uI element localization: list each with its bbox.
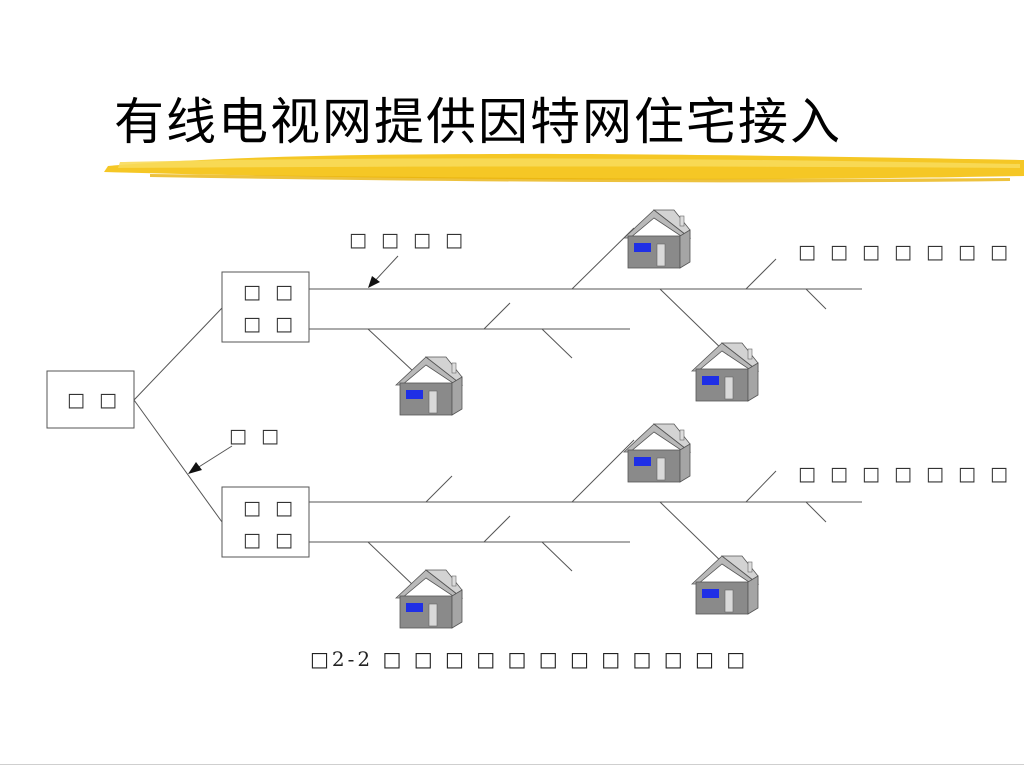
title-underline-brush <box>104 153 1024 183</box>
slide-title: 有线电视网提供因特网住宅接入 <box>114 93 842 151</box>
connection-lines <box>133 227 862 587</box>
fiber-node-top-label-2: □ □ <box>243 313 297 335</box>
fiber-node-bottom: □ □ □ □ <box>221 486 310 558</box>
fiber-node-bottom-label-2: □ □ <box>243 529 297 551</box>
fiber-node-top-label-1: □ □ <box>243 281 297 303</box>
homes-top-label: □ □ □ □ □ □ □ <box>798 241 1012 263</box>
house-icon <box>395 356 463 416</box>
headend-box: □ □ <box>46 370 135 429</box>
fiber-node-bottom-label-1: □ □ <box>243 497 297 519</box>
fiber-callout-label: □ □ <box>229 425 283 447</box>
footer-divider <box>0 764 1024 765</box>
figure-caption: □2-2 □ □ □ □ □ □ □ □ □ □ □ □ <box>310 647 748 671</box>
fiber-node-top: □ □ □ □ <box>221 271 310 343</box>
house-icon <box>623 423 691 483</box>
fiber-callout-arrowhead <box>188 462 202 474</box>
headend-label: □ □ <box>67 389 121 411</box>
coax-callout-label: □ □ □ □ <box>349 229 467 251</box>
house-icon <box>623 209 691 269</box>
house-icon <box>691 555 759 615</box>
homes-bottom-label: □ □ □ □ □ □ □ <box>798 463 1012 485</box>
coax-callout-arrowhead <box>368 276 380 288</box>
house-icon <box>691 342 759 402</box>
